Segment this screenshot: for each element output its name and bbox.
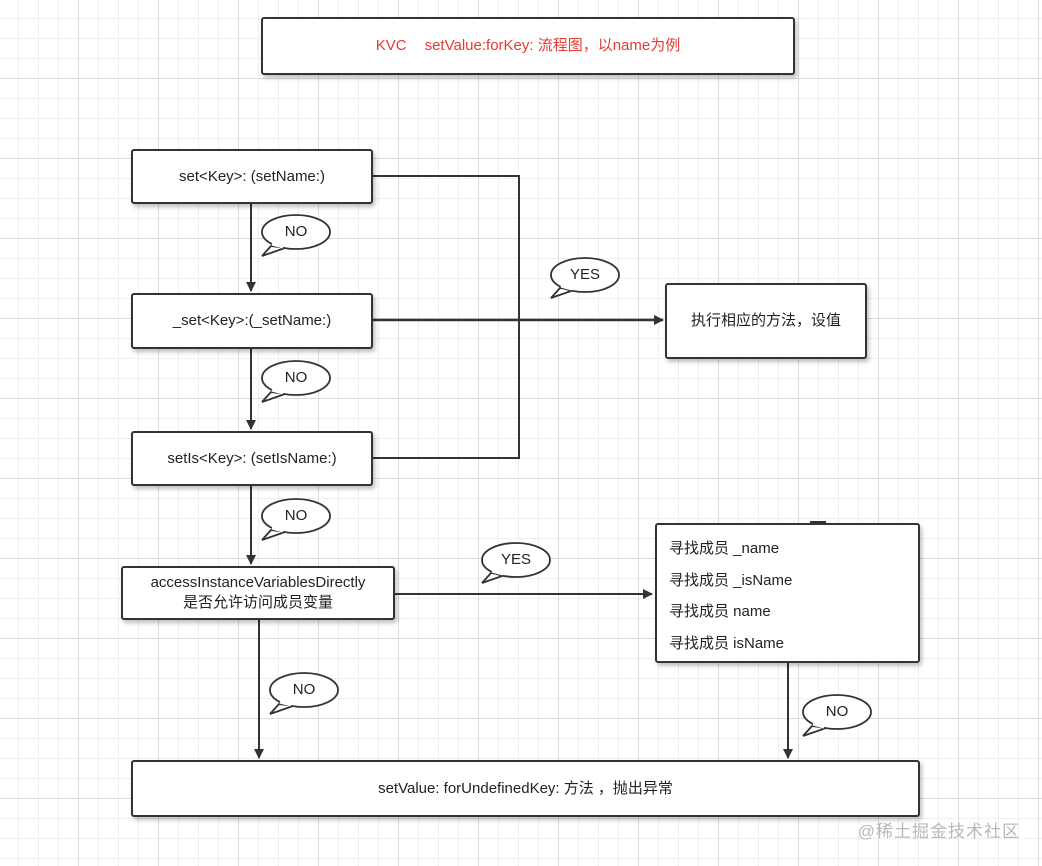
- member-item: 寻找成员 _isName: [669, 571, 793, 589]
- edge-label-no-3: NO: [284, 507, 308, 524]
- node-undefined-key-label: setValue: forUndefinedKey: 方法 ，抛出异常: [378, 779, 673, 797]
- title-kvc: KVC: [375, 37, 407, 54]
- edge-label-no-2: NO: [284, 369, 308, 386]
- node-access-line2: 是否允许访问成员变量: [182, 594, 333, 611]
- node-access-instance-variables: accessInstanceVariablesDirectly 是否允许访问成员…: [121, 566, 395, 620]
- node-access-line1: accessInstanceVariablesDirectly: [150, 574, 366, 591]
- member-item: 寻找成员 _name: [669, 540, 780, 557]
- title-description: setValue:forKey: 流程图，以name为例: [424, 37, 681, 54]
- node-execute-method-label: 执行相应的方法，设值: [690, 312, 841, 329]
- node-underscore-set-key-label: _set<Key>:(_setName:): [172, 312, 332, 329]
- node-set-is-key-label: setIs<Key>: (setIsName:): [167, 449, 337, 467]
- yes-bracket-line: [372, 175, 520, 459]
- node-undefined-key: setValue: forUndefinedKey: 方法 ，抛出异常: [131, 760, 920, 817]
- node-search-members: 寻找成员 _name 寻找成员 _isName 寻找成员 name 寻找成员 i…: [655, 523, 920, 663]
- node-set-key: set<Key>: (setName:): [131, 149, 373, 204]
- edge-label-yes-1: YES: [569, 266, 600, 283]
- node-execute-method: 执行相应的方法，设值: [665, 283, 867, 359]
- member-list: 寻找成员 _name 寻找成员 _isName 寻找成员 name 寻找成员 i…: [669, 533, 792, 659]
- edge-label-no-5: NO: [825, 703, 849, 720]
- node-set-key-label: set<Key>: (setName:): [179, 167, 325, 185]
- edge-label-yes-2: YES: [500, 551, 531, 568]
- edge-label-no-1: NO: [284, 223, 308, 240]
- diagram-title: KVC setValue:forKey: 流程图，以name为例: [261, 17, 795, 75]
- node-set-is-key: setIs<Key>: (setIsName:): [131, 431, 373, 486]
- member-item: 寻找成员 name: [669, 603, 771, 620]
- member-item: 寻找成员 isName: [669, 634, 785, 652]
- edge-label-no-4: NO: [292, 681, 316, 698]
- watermark: @稀土掘金技术社区: [857, 822, 1020, 841]
- node-underscore-set-key: _set<Key>:(_setName:): [131, 293, 373, 349]
